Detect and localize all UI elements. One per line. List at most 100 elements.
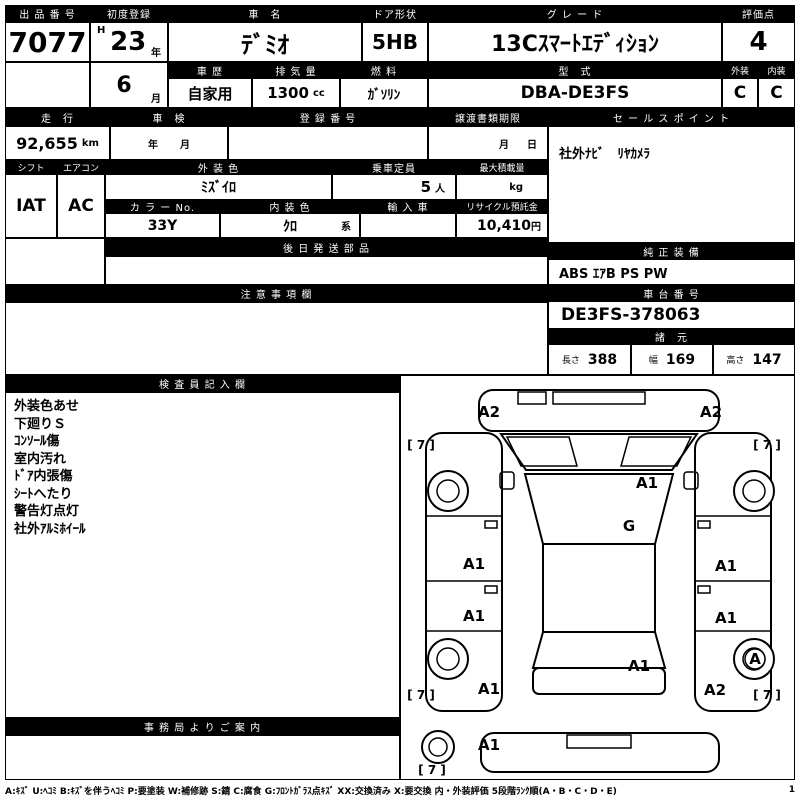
max-load-unit: kg xyxy=(509,181,523,193)
score-label: 評価点 xyxy=(722,5,795,22)
spec-height-cell: 高さ 147 xyxy=(713,344,795,375)
width-label: 幅 xyxy=(648,356,658,366)
svg-text:G: G xyxy=(623,517,635,535)
recycle-fee-unit: 円 xyxy=(531,222,541,233)
headlight-right xyxy=(620,436,693,467)
max-load-label: 最大積載量 xyxy=(456,160,548,174)
inspector-note: 社外ｱﾙﾐﾎｲｰﾙ xyxy=(14,521,86,537)
caution-notes-label: 注 意 事 項 欄 xyxy=(5,285,548,302)
model-code-label: 型 式 xyxy=(428,62,722,78)
reg-month-value: 6 xyxy=(116,72,132,98)
era-letter: H xyxy=(97,25,106,36)
recycle-fee-number: 10,410 xyxy=(476,217,531,234)
displacement-label: 排 気 量 xyxy=(252,62,340,78)
svg-text:A: A xyxy=(749,650,761,668)
model-code-value: DBA-DE3FS xyxy=(428,78,722,108)
height-value: 147 xyxy=(752,351,782,368)
door-shape-value: 5HB xyxy=(362,22,428,62)
interior-color-suffix: 系 xyxy=(341,222,351,233)
recycle-fee-value: 10,410 円 xyxy=(456,213,548,238)
auction-no-label: 出 品 番 号 xyxy=(5,5,90,22)
caution-notes-value xyxy=(5,302,548,375)
import-car-label: 輸 入 車 xyxy=(360,200,456,213)
auction-no-value: 7077 xyxy=(5,22,90,62)
first-registration-year: H 23 年 xyxy=(90,22,168,62)
inspector-note: 室内汚れ xyxy=(14,451,67,467)
shift-value: IAT xyxy=(5,174,57,238)
max-load-value: kg xyxy=(456,174,548,200)
auction-no-empty-cell xyxy=(5,62,90,108)
exterior-grade-label: 外装 xyxy=(722,62,758,78)
legend-page-number: 1 xyxy=(788,785,795,795)
mileage-value: 92,655 km xyxy=(5,126,110,160)
left-empty-cell xyxy=(5,238,105,285)
svg-text:A1: A1 xyxy=(463,607,485,625)
svg-text:A1: A1 xyxy=(715,557,737,575)
later-parts-value xyxy=(105,256,548,285)
fuel-label: 燃 料 xyxy=(340,62,428,78)
spec-width-cell: 幅 169 xyxy=(631,344,713,375)
interior-color-label: 内 装 色 xyxy=(220,200,360,213)
spec-label: 諸 元 xyxy=(548,329,795,344)
score-value: 4 xyxy=(722,22,795,62)
left-side-panel xyxy=(425,432,503,712)
svg-text:A2: A2 xyxy=(478,403,500,421)
displacement-unit: cc xyxy=(312,87,325,99)
aircon-value: AC xyxy=(57,174,105,238)
color-no-value: 33Y xyxy=(105,213,220,238)
roof xyxy=(542,543,656,633)
svg-text:A1: A1 xyxy=(478,680,500,698)
svg-text:[ 7 ]: [ 7 ] xyxy=(753,438,781,452)
sales-point-label: セ ー ル ス ポ イ ン ト xyxy=(548,108,795,126)
svg-text:A1: A1 xyxy=(628,657,650,675)
first-registration-label: 初度登録 xyxy=(90,5,168,22)
recycle-fee-label: リサイクル預託金 xyxy=(456,200,548,213)
legend-bar: A:ｷｽﾞ U:ﾍｺﾐ B:ｷｽﾞを伴うﾍｺﾐ P:要塗装 W:補修跡 S:錆 … xyxy=(5,782,795,798)
spare-wheel xyxy=(421,730,455,764)
inspector-note: 外装色あせ xyxy=(14,399,80,414)
first-registration-month: 6 月 xyxy=(90,62,168,108)
headlight-left xyxy=(505,436,578,467)
grade-value: 13Cｽﾏｰﾄｴﾃﾞｨｼｮﾝ xyxy=(428,22,722,62)
inspector-notes-label: 検 査 員 記 入 欄 xyxy=(5,375,400,392)
transfer-deadline-label: 譲渡書類期限 xyxy=(428,108,548,126)
history-value: 自家用 xyxy=(168,78,252,108)
interior-grade-label: 内装 xyxy=(758,62,795,78)
transfer-day-suffix: 日 xyxy=(527,139,537,151)
inspector-notes: 外装色あせ 下廻りＳ ｺﾝｿｰﾙ傷 室内汚れ ﾄﾞｱ内張傷 ｼｰﾄへたり 警告灯… xyxy=(5,392,400,718)
door-shape-label: ドア形状 xyxy=(362,5,428,22)
year-suffix: 年 xyxy=(151,48,161,59)
mileage-number: 92,655 xyxy=(16,133,78,153)
office-info-value xyxy=(5,735,400,780)
mirror-left xyxy=(499,471,515,490)
spec-length-cell: 長さ 388 xyxy=(548,344,631,375)
grade-label: グ レ ー ド xyxy=(428,5,722,22)
wheel-front-left xyxy=(427,470,469,512)
interior-color-name: ｸﾛ xyxy=(283,218,297,235)
svg-text:A1: A1 xyxy=(636,474,658,492)
length-label: 長さ xyxy=(561,356,580,366)
exterior-color-value: ﾐｽﾞｲﾛ xyxy=(105,174,332,200)
hood xyxy=(499,433,699,471)
history-label: 車 歴 xyxy=(168,62,252,78)
inspector-note: 警告灯点灯 xyxy=(14,504,80,519)
registration-no-value xyxy=(228,126,428,160)
chassis-no-label: 車 台 番 号 xyxy=(548,285,795,301)
legend-text: A:ｷｽﾞ U:ﾍｺﾐ B:ｷｽﾞを伴うﾍｺﾐ P:要塗装 W:補修跡 S:錆 … xyxy=(5,786,617,797)
width-value: 169 xyxy=(665,351,696,368)
capacity-unit: 人 xyxy=(435,183,445,195)
door-handle xyxy=(697,520,711,529)
shift-label: シフト xyxy=(5,160,57,174)
later-parts-label: 後 日 発 送 部 品 xyxy=(105,238,548,256)
wheel-rear-left xyxy=(427,638,469,680)
mileage-label: 走 行 xyxy=(5,108,110,126)
inspector-note: ｼｰﾄへたり xyxy=(14,486,73,502)
exterior-grade-value: C xyxy=(722,78,758,108)
rear-plate xyxy=(566,734,632,749)
inspector-note: ｺﾝｿｰﾙ傷 xyxy=(14,434,60,449)
office-info-label: 事 務 局 よ り ご 案 内 xyxy=(5,718,400,735)
equipment-value: ABS ｴｱB PS PW xyxy=(548,259,795,285)
inspector-note: 下廻りＳ xyxy=(14,416,67,432)
